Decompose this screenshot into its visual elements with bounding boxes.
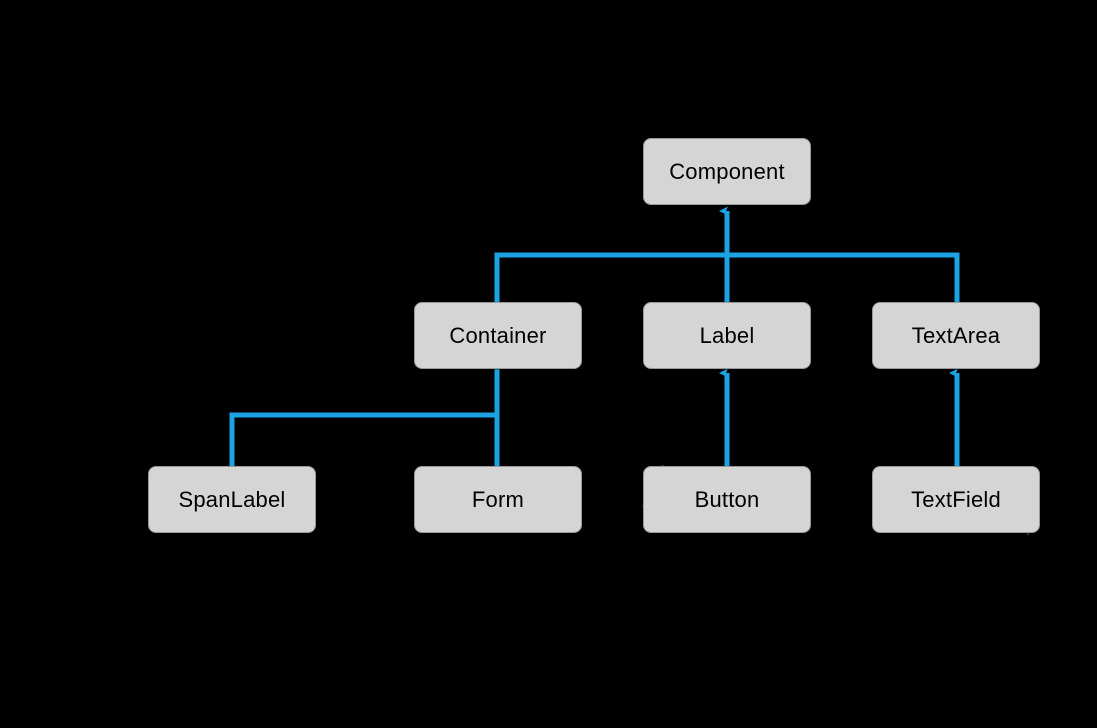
node-form[interactable]: Form	[414, 466, 582, 533]
node-button-label: Button	[694, 486, 760, 512]
node-textfield-label: TextField	[911, 486, 1001, 512]
edge-group-container-children	[229, 368, 500, 466]
node-label[interactable]: Label	[643, 302, 811, 369]
edge-container-to-component	[494, 252, 727, 302]
node-textfield[interactable]: TextField	[872, 466, 1040, 533]
node-container-label: Container	[449, 322, 547, 348]
node-label-label: Label	[699, 322, 755, 348]
edge-spanlabel-to-container	[229, 412, 499, 466]
node-form-label: Form	[471, 486, 525, 512]
node-container[interactable]: Container	[414, 302, 582, 369]
edge-textarea-to-component	[727, 252, 960, 302]
edge-group-level1	[494, 206, 960, 302]
node-spanlabel-label: SpanLabel	[178, 486, 286, 512]
node-spanlabel[interactable]: SpanLabel	[148, 466, 316, 533]
node-component[interactable]: Component	[643, 138, 811, 205]
node-component-label: Component	[669, 158, 785, 184]
node-button[interactable]: Button	[643, 466, 811, 533]
node-textarea[interactable]: TextArea	[872, 302, 1040, 369]
node-textarea-label: TextArea	[911, 322, 1001, 348]
